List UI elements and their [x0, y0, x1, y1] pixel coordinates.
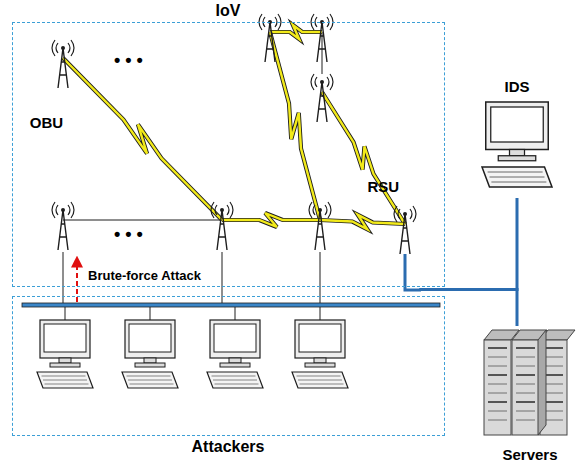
- network-link: [420, 290, 518, 327]
- computer-icon: [122, 320, 178, 388]
- node-label: Attackers: [192, 438, 265, 456]
- device-node: RSU: [368, 178, 420, 292]
- wireless-link: [322, 92, 405, 224]
- device-node: IDS: [468, 78, 566, 198]
- network-link: [420, 198, 518, 290]
- device-node: OBU: [22, 114, 72, 134]
- wireless-link: [322, 92, 405, 224]
- antenna-symbol: [52, 40, 74, 88]
- link-line: [63, 220, 222, 221]
- wireless-link: [320, 215, 405, 229]
- attack-label: Brute-force Attack: [86, 268, 203, 283]
- link-line: [235, 307, 236, 320]
- computer-icon: [37, 320, 93, 388]
- node-label: IoV: [216, 2, 241, 20]
- network-bus: [22, 303, 440, 307]
- node-label: IDS: [504, 78, 529, 96]
- wireless-link: [63, 58, 222, 220]
- node-label: RSU: [368, 178, 400, 196]
- server-side: [538, 330, 546, 435]
- computer-icon: [482, 102, 552, 187]
- antenna-symbol: [211, 202, 233, 250]
- region-box: Attackers: [12, 296, 445, 436]
- server-rack: [512, 330, 547, 435]
- wireless-link: [270, 32, 320, 220]
- link-line: [322, 32, 323, 74]
- link-line: [320, 307, 321, 320]
- wireless-link: [320, 215, 405, 229]
- network-bus: [405, 254, 421, 290]
- node-label: Servers: [502, 446, 557, 464]
- antenna-symbol: [309, 202, 331, 250]
- region-box: IoVOBURSU: [12, 22, 445, 287]
- antenna-symbol: [311, 74, 333, 122]
- computer-icon: [207, 320, 263, 388]
- link-line: [65, 307, 66, 320]
- node-label: OBU: [30, 114, 63, 132]
- wireless-link: [222, 213, 320, 227]
- antenna-symbol: [52, 202, 74, 250]
- wireless-link: [63, 58, 222, 220]
- wireless-link: [270, 25, 322, 39]
- computer-icon: [292, 320, 348, 388]
- device-node: Servers: [478, 326, 582, 466]
- wireless-link: [222, 213, 320, 227]
- wireless-link: [270, 32, 320, 220]
- wireless-link: [270, 25, 322, 39]
- antenna-symbol: [394, 206, 416, 254]
- ellipsis-mark: • • •: [112, 224, 145, 245]
- link-line: [150, 307, 151, 320]
- ellipsis-mark: • • •: [112, 50, 145, 71]
